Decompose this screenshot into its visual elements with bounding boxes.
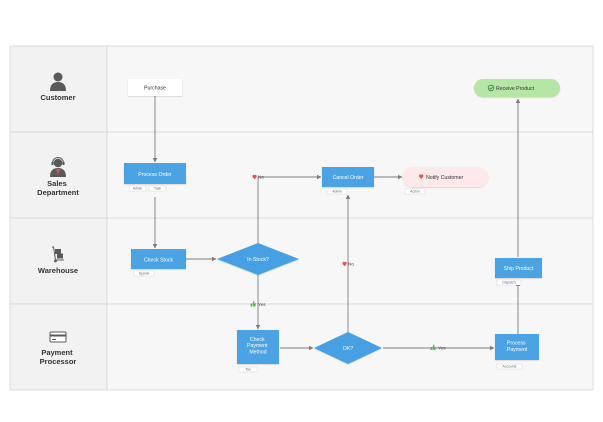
- edge-label-yes-stock: Yes: [250, 301, 266, 307]
- svg-text:Purchase: Purchase: [144, 86, 166, 92]
- svg-text:Process Payment: Process Payment: [507, 341, 528, 353]
- lane-label-sales: Sales Department: [37, 179, 79, 197]
- lane-label-payment: Payment Processor: [40, 348, 77, 366]
- node-notify-customer[interactable]: Notify Customer Action: [403, 167, 488, 195]
- edges: [152, 96, 521, 351]
- svg-text:Admin: Admin: [133, 187, 143, 191]
- node-tag: [496, 363, 523, 370]
- svg-text:Dispatch: Dispatch: [502, 281, 515, 285]
- thumbs-up-icon: [250, 301, 256, 307]
- svg-text:Process Order: Process Order: [138, 172, 172, 178]
- svg-text:Yes: Yes: [438, 346, 446, 351]
- node-check-payment-method[interactable]: Check Payment Method Tax: [237, 330, 279, 373]
- node-in-stock-decision[interactable]: In Stock?: [217, 243, 299, 275]
- svg-text:Action: Action: [410, 190, 420, 194]
- lane-label-warehouse: Warehouse: [38, 266, 78, 275]
- svg-text:Check Payment Meth: Check Payment Method: [247, 337, 269, 356]
- node-process-payment[interactable]: Process Payment Accounts: [495, 334, 539, 370]
- person-icon: [50, 72, 66, 91]
- edge-label-yes-ok: Yes: [430, 344, 446, 351]
- credit-card-icon: [49, 331, 67, 343]
- hand-truck-icon: [52, 246, 64, 263]
- edge-label-no-ok: No: [342, 261, 354, 267]
- node-tag: [404, 188, 426, 195]
- edge-instock-cancel: [257, 174, 322, 243]
- heart-icon: [342, 261, 347, 267]
- node-cancel-order[interactable]: Cancel Order Admin: [322, 167, 374, 195]
- svg-text:Admin: Admin: [332, 190, 342, 194]
- svg-text:No: No: [348, 262, 354, 267]
- svg-text:Yes: Yes: [258, 302, 266, 307]
- edge-label-no-stock: No: [252, 174, 264, 180]
- lane-sales: [9, 131, 594, 219]
- thumbs-up-icon: [430, 344, 436, 350]
- node-tag: [128, 185, 147, 192]
- node-tag: [133, 270, 155, 277]
- node-ok-decision[interactable]: OK?: [314, 332, 382, 364]
- heart-icon: [419, 174, 424, 180]
- svg-text:Task: Task: [154, 187, 161, 191]
- svg-text:Spanel: Spanel: [139, 272, 150, 276]
- lane-label-customer: Customer: [40, 93, 75, 102]
- node-tag: [148, 185, 167, 192]
- svg-text:Accounts: Accounts: [503, 365, 517, 369]
- svg-text:Check Stock: Check Stock: [144, 257, 174, 263]
- node-tag: [238, 366, 258, 373]
- svg-text:In Stock?: In Stock?: [247, 257, 269, 263]
- svg-text:Receive Product: Receive Product: [496, 86, 535, 92]
- headset-person-icon: [50, 157, 66, 177]
- svg-text:Cancel Order: Cancel Order: [333, 175, 364, 181]
- node-purchase[interactable]: Purchase: [128, 79, 182, 96]
- node-process-order[interactable]: Process Order Admin Task: [124, 163, 186, 192]
- svg-text:Tax: Tax: [245, 368, 251, 372]
- node-tag: [326, 188, 348, 195]
- heart-icon: [252, 174, 257, 180]
- svg-text:No: No: [258, 175, 264, 180]
- node-check-stock[interactable]: Check Stock Spanel: [131, 249, 186, 277]
- svg-text:Notify Customer: Notify Customer: [426, 175, 463, 181]
- svg-text:Ship Product: Ship Product: [504, 266, 534, 272]
- node-receive-product[interactable]: Receive Product: [474, 79, 560, 97]
- node-ship-product[interactable]: Ship Product Dispatch: [495, 258, 542, 286]
- svg-text:OK?: OK?: [343, 346, 353, 352]
- node-tag: [496, 279, 522, 286]
- check-circle-icon: [487, 84, 495, 92]
